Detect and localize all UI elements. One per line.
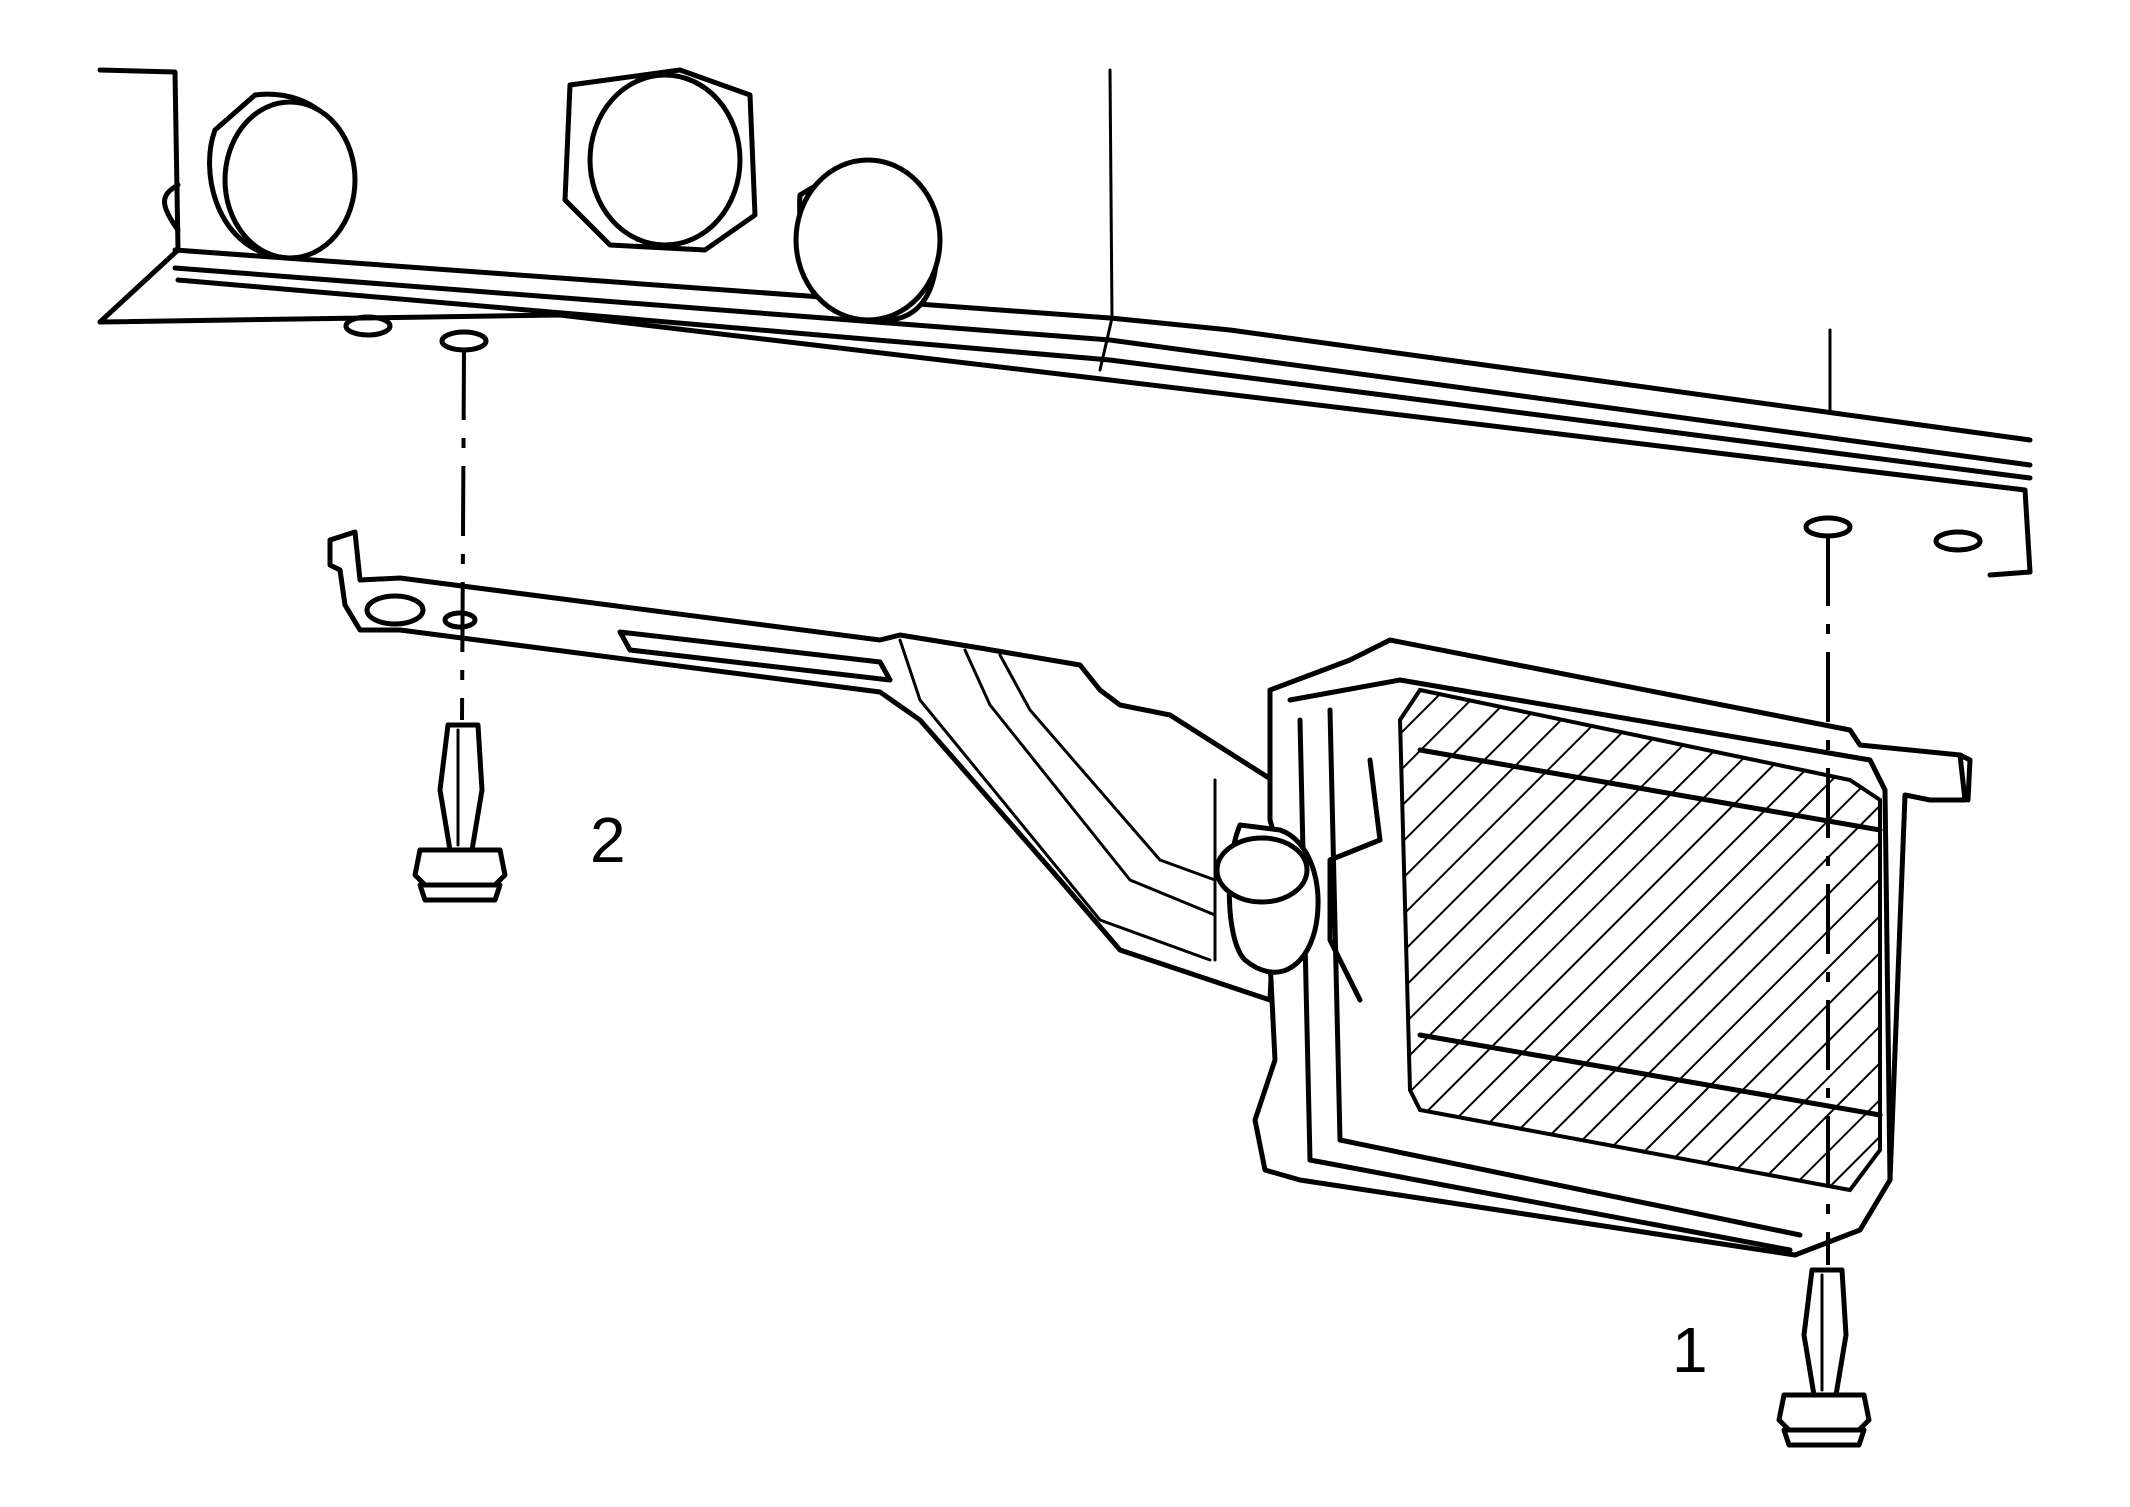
bolt-2	[412, 722, 508, 903]
heater-core	[1214, 637, 1973, 1258]
callout-label-1: 1	[1672, 1314, 1708, 1386]
callout-label-2: 2	[590, 804, 626, 876]
bolt-1	[1776, 1267, 1872, 1448]
panel-plugs	[207, 67, 943, 323]
mounting-hole-1	[1803, 515, 1853, 539]
body-panel	[97, 67, 2033, 578]
mounting-hole-2	[439, 329, 489, 353]
alignment-line-2	[460, 349, 466, 721]
